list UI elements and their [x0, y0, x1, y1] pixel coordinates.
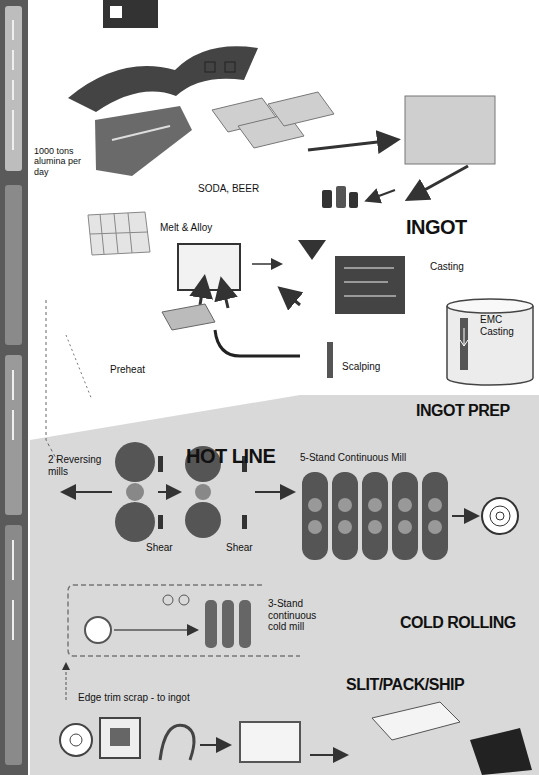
section-heading: HOT LINE — [186, 445, 296, 468]
section-heading: SLIT/PACK/SHIP — [346, 676, 516, 694]
process-label: Melt & Alloy — [160, 222, 250, 234]
process-label: 1000 tons alumina per day — [34, 146, 90, 177]
process-label: Preheat — [110, 364, 180, 376]
process-label: Edge trim scrap - to ingot — [78, 692, 258, 704]
process-label: Casting — [430, 261, 490, 273]
process-label: Scalping — [342, 361, 412, 373]
process-label: 2 Reversing mills — [48, 454, 108, 477]
section-heading: COLD ROLLING — [400, 614, 535, 632]
section-heading: INGOT — [406, 216, 516, 239]
process-label: 3-Stand continuous cold mill — [268, 598, 336, 633]
cylinder-outline — [446, 298, 534, 386]
process-label: SODA, BEER — [198, 183, 308, 195]
process-label: Shear — [146, 542, 196, 554]
node-label: EMC Casting — [480, 314, 526, 338]
process-label: Shear — [226, 542, 276, 554]
process-label: 5-Stand Continuous Mill — [300, 452, 460, 464]
section-heading: INGOT PREP — [416, 402, 536, 420]
casting-cylinder: EMC Casting — [446, 298, 534, 386]
